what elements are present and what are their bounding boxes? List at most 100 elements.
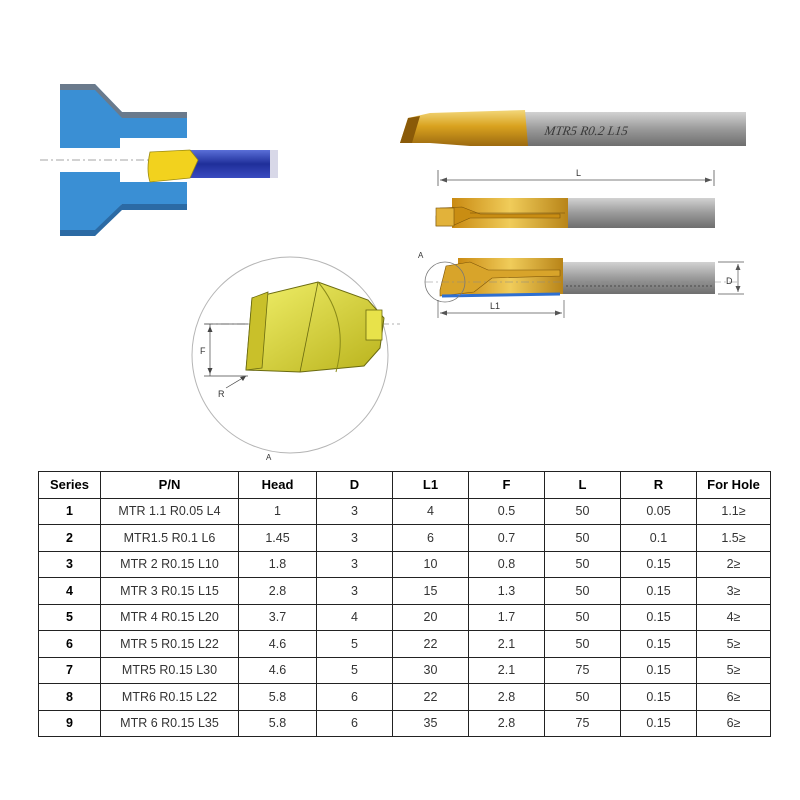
- shank-marking: MTR5 R0.2 L15: [543, 123, 630, 138]
- detail-caption: A: [266, 453, 272, 462]
- cell-pn: MTR 6 R0.15 L35: [100, 709, 239, 737]
- cell-l: 75: [544, 709, 621, 737]
- tool-side-view: [435, 198, 715, 228]
- cell-d: 3: [316, 577, 393, 605]
- cell-l1: 6: [392, 524, 469, 552]
- cell-d: 6: [316, 683, 393, 711]
- table-row: 3 MTR 2 R0.15 L10 1.8 3 10 0.8 50 0.15 2…: [38, 550, 771, 578]
- cell-l1: 10: [392, 550, 469, 578]
- workpiece-section: [40, 84, 280, 236]
- cell-series: 8: [38, 683, 101, 711]
- cell-head: 3.7: [238, 603, 317, 631]
- boring-bar-section: [147, 149, 278, 183]
- table-header-row: Series P/N Head D L1 F L R For Hole: [38, 471, 771, 499]
- cell-r: 0.05: [620, 497, 697, 525]
- cell-hole: 4≥: [696, 603, 771, 631]
- col-header: D: [316, 471, 393, 499]
- cell-head: 1: [238, 497, 317, 525]
- table-row: 4 MTR 3 R0.15 L15 2.8 3 15 1.3 50 0.15 3…: [38, 577, 771, 605]
- cell-r: 0.15: [620, 603, 697, 631]
- cell-f: 1.3: [468, 577, 545, 605]
- table-row: 1 MTR 1.1 R0.05 L4 1 3 4 0.5 50 0.05 1.1…: [38, 497, 771, 525]
- cell-series: 3: [38, 550, 101, 578]
- table-row: 9 MTR 6 R0.15 L35 5.8 6 35 2.8 75 0.15 6…: [38, 709, 771, 737]
- cell-l1: 35: [392, 709, 469, 737]
- cell-l: 50: [544, 603, 621, 631]
- cell-series: 2: [38, 524, 101, 552]
- cell-d: 3: [316, 524, 393, 552]
- cell-f: 1.7: [468, 603, 545, 631]
- cell-hole: 1.1≥: [696, 497, 771, 525]
- cell-l: 50: [544, 550, 621, 578]
- cell-series: 9: [38, 709, 101, 737]
- cell-pn: MTR 3 R0.15 L15: [100, 577, 239, 605]
- cell-d: 5: [316, 630, 393, 658]
- label-l1: L1: [490, 301, 500, 311]
- cell-pn: MTR 5 R0.15 L22: [100, 630, 239, 658]
- spec-table: Series P/N Head D L1 F L R For Hole 1 MT…: [38, 471, 771, 737]
- col-header: L1: [392, 471, 469, 499]
- cell-head: 1.8: [238, 550, 317, 578]
- cell-hole: 6≥: [696, 683, 771, 711]
- cell-pn: MTR6 R0.15 L22: [100, 683, 239, 711]
- cell-series: 4: [38, 577, 101, 605]
- cell-f: 0.5: [468, 497, 545, 525]
- cell-r: 0.15: [620, 550, 697, 578]
- cell-r: 0.15: [620, 656, 697, 684]
- tool-diagram: MTR5 R0.2 L15 L A: [40, 84, 746, 462]
- col-header: R: [620, 471, 697, 499]
- cell-hole: 6≥: [696, 709, 771, 737]
- cell-head: 4.6: [238, 630, 317, 658]
- col-header: L: [544, 471, 621, 499]
- cell-l1: 15: [392, 577, 469, 605]
- cell-f: 0.8: [468, 550, 545, 578]
- cell-l1: 20: [392, 603, 469, 631]
- cell-head: 1.45: [238, 524, 317, 552]
- cell-series: 1: [38, 497, 101, 525]
- cell-pn: MTR5 R0.15 L30: [100, 656, 239, 684]
- cell-l: 50: [544, 497, 621, 525]
- cell-head: 5.8: [238, 683, 317, 711]
- cell-l: 50: [544, 683, 621, 711]
- cell-r: 0.15: [620, 577, 697, 605]
- label-d: D: [726, 276, 733, 286]
- col-header: For Hole: [696, 471, 771, 499]
- cell-f: 0.7: [468, 524, 545, 552]
- cell-l: 50: [544, 524, 621, 552]
- label-f: F: [200, 346, 206, 356]
- cell-hole: 3≥: [696, 577, 771, 605]
- table-row: 8 MTR6 R0.15 L22 5.8 6 22 2.8 50 0.15 6≥: [38, 683, 771, 711]
- cell-pn: MTR 4 R0.15 L20: [100, 603, 239, 631]
- table-row: 5 MTR 4 R0.15 L20 3.7 4 20 1.7 50 0.15 4…: [38, 603, 771, 631]
- tool-photo: MTR5 R0.2 L15: [400, 110, 746, 146]
- cell-r: 0.15: [620, 683, 697, 711]
- col-header: P/N: [100, 471, 239, 499]
- cell-hole: 1.5≥: [696, 524, 771, 552]
- cell-hole: 5≥: [696, 656, 771, 684]
- cell-r: 0.15: [620, 709, 697, 737]
- cell-d: 4: [316, 603, 393, 631]
- label-l: L: [576, 168, 581, 178]
- table-row: 7 MTR5 R0.15 L30 4.6 5 30 2.1 75 0.15 5≥: [38, 656, 771, 684]
- cell-d: 6: [316, 709, 393, 737]
- col-header: Series: [38, 471, 101, 499]
- cell-pn: MTR 1.1 R0.05 L4: [100, 497, 239, 525]
- col-header: Head: [238, 471, 317, 499]
- cell-l: 50: [544, 630, 621, 658]
- cell-l: 50: [544, 577, 621, 605]
- cell-d: 3: [316, 550, 393, 578]
- cell-pn: MTR 2 R0.15 L10: [100, 550, 239, 578]
- cell-series: 6: [38, 630, 101, 658]
- cell-l: 75: [544, 656, 621, 684]
- cell-f: 2.8: [468, 709, 545, 737]
- cell-l1: 4: [392, 497, 469, 525]
- cell-head: 2.8: [238, 577, 317, 605]
- cell-l1: 22: [392, 630, 469, 658]
- cell-r: 0.15: [620, 630, 697, 658]
- col-header: F: [468, 471, 545, 499]
- detail-a: F R A: [191, 256, 400, 462]
- cell-f: 2.1: [468, 630, 545, 658]
- cell-pn: MTR1.5 R0.1 L6: [100, 524, 239, 552]
- tool-detail-view: A D L1: [418, 251, 744, 318]
- cell-hole: 5≥: [696, 630, 771, 658]
